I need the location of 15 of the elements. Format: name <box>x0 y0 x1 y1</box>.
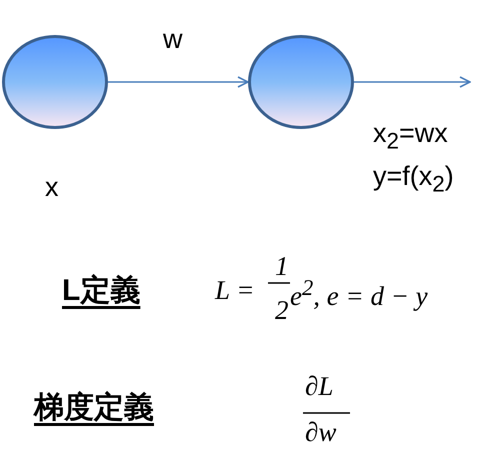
numerator: 1 <box>275 253 288 280</box>
neuron-circle <box>247 34 355 130</box>
numerator: ∂L <box>305 373 334 400</box>
equation-text: x$_{2}$=wx <box>373 120 448 153</box>
denominator: 2 <box>275 297 288 324</box>
heading-text: 梯度定義 <box>34 393 154 423</box>
equation-text: y=f(x$_{2}$) <box>373 163 454 196</box>
arrow <box>108 76 249 88</box>
heading-text: L定義 <box>62 276 140 306</box>
arrow <box>354 76 471 88</box>
formula-text: L = <box>215 277 254 304</box>
node-caption: x <box>45 174 58 201</box>
denominator: ∂w <box>305 419 336 446</box>
formula-text: e$^{2}$, e = d − y <box>290 277 428 310</box>
neuron-circle <box>1 34 109 130</box>
